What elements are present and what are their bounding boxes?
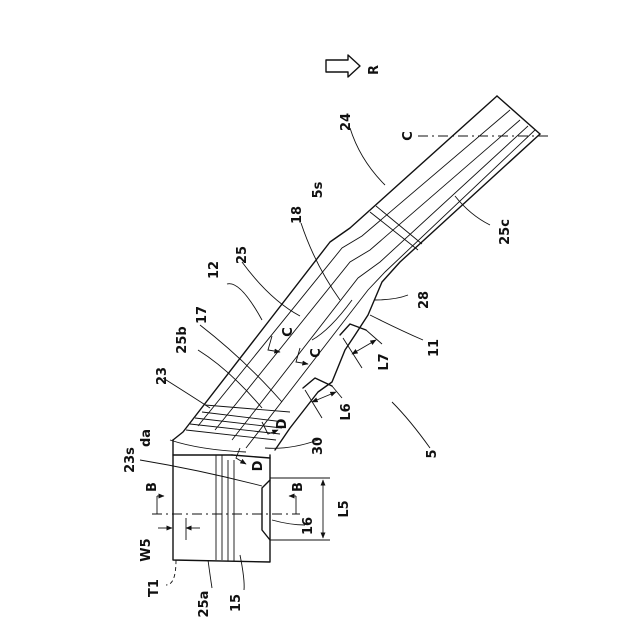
label-12: 12 — [207, 261, 222, 279]
label-25b: 25b — [175, 326, 190, 353]
label-24: 24 — [339, 113, 354, 131]
label-5s: 5s — [311, 181, 326, 198]
label-da: da — [139, 429, 154, 447]
label-B2: B — [291, 482, 306, 492]
label-L7: L7 — [377, 353, 392, 370]
label-16: 16 — [301, 517, 316, 535]
label-D2: D — [251, 460, 266, 471]
direction-arrow-r — [326, 55, 360, 77]
label-23s: 23s — [123, 447, 138, 473]
label-R: R — [367, 65, 382, 75]
label-28: 28 — [417, 291, 432, 309]
label-17: 17 — [195, 306, 210, 324]
label-B1: B — [145, 482, 160, 492]
inner-lines — [186, 110, 535, 561]
label-W5: W5 — [139, 538, 154, 561]
label-5: 5 — [425, 449, 440, 458]
label-C-top: C — [401, 131, 416, 141]
dimension-w5 — [158, 518, 200, 540]
label-25a: 25a — [197, 591, 212, 618]
label-T1: T1 — [147, 579, 162, 597]
label-11: 11 — [427, 339, 442, 357]
label-D1: D — [275, 418, 290, 429]
section-d-arrows — [236, 422, 278, 464]
label-15: 15 — [229, 594, 244, 612]
label-23: 23 — [155, 367, 170, 385]
label-L5: L5 — [337, 500, 352, 517]
label-25c: 25c — [498, 219, 513, 245]
label-30: 30 — [311, 437, 326, 455]
label-18: 18 — [290, 206, 305, 224]
figure-labels: R 24 C 5s 18 25c 12 25 28 17 C C 25b 11 … — [123, 65, 513, 617]
t1-indicator — [166, 560, 176, 585]
label-L6: L6 — [339, 403, 354, 420]
label-25: 25 — [235, 246, 250, 264]
label-C2: C — [309, 348, 324, 358]
label-C1: C — [281, 327, 296, 337]
